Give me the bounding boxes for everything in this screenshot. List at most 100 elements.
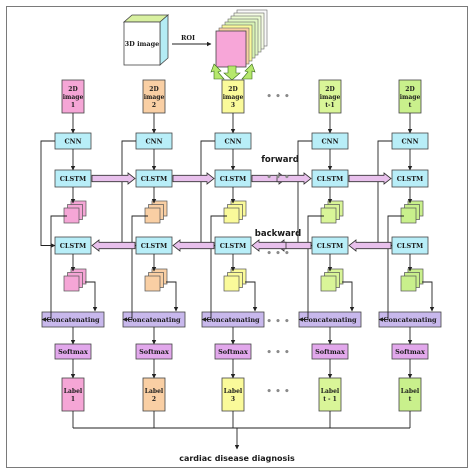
ellipsis-label-row: • • • xyxy=(266,387,290,397)
col-4-2d-image-text: 2D xyxy=(325,86,334,93)
col-3-forward-feature-stack xyxy=(223,200,247,224)
col-2-cnn: CNN xyxy=(135,132,173,150)
col-1-clstm-forward: CLSTM xyxy=(54,169,92,188)
backward-arrow-3-2 xyxy=(172,239,215,252)
col-5-cnn-text: CNN xyxy=(401,137,418,145)
forward-arrow-2-3 xyxy=(172,172,215,185)
col-1-softmax: Softmax xyxy=(54,343,92,360)
col-2-clstm-backward-text: CLSTM xyxy=(141,242,167,250)
backward-arrow-gap-to-3 xyxy=(251,239,287,252)
col-1-concatenating-text: Concatenating xyxy=(46,316,100,324)
col-4-clstm-backward-text: CLSTM xyxy=(317,242,343,250)
col-2-concatenating-text: Concatenating xyxy=(127,316,181,324)
col-1-label-text: Label xyxy=(64,388,83,395)
roi-slice-stack xyxy=(215,9,268,68)
col-2-arrow-fstack-concat xyxy=(122,215,148,322)
col-2-2d-image-text: image xyxy=(144,94,165,101)
col-3-label-text: Label xyxy=(224,388,243,395)
col-3-clstm-forward-text: CLSTM xyxy=(220,175,246,183)
col-1-cnn: CNN xyxy=(54,132,92,150)
col-2-label-text: Label xyxy=(145,388,164,395)
col-4-arrow-bstack-concat xyxy=(342,281,355,312)
col-1-2d-image-text: 2D xyxy=(68,86,77,93)
col-5-arrow-fstack-concat xyxy=(378,215,404,322)
roi-label: ROI xyxy=(181,34,195,42)
col-2-arrow-cnn-bclstm xyxy=(121,140,137,248)
col-3-backward-feature-stack xyxy=(223,268,247,292)
col-3-arrow-bstack-concat xyxy=(245,281,258,312)
diagram-border xyxy=(6,6,468,468)
ellipsis-image-row: • • • xyxy=(266,92,290,102)
col-3-clstm-backward: CLSTM xyxy=(214,236,252,255)
col-4-softmax-text: Softmax xyxy=(315,348,345,356)
col-5-arrow-cnn-bclstm xyxy=(377,140,393,248)
3d-image-cube: 3D image xyxy=(122,14,170,66)
backward-arrow-5-4 xyxy=(348,239,392,252)
col-4-clstm-backward: CLSTM xyxy=(311,236,349,255)
col-5-clstm-forward: CLSTM xyxy=(391,169,429,188)
col-2-arrow-bstack-concat xyxy=(166,281,179,312)
col-4-forward-feature-stack xyxy=(320,200,344,224)
col-1-softmax-text: Softmax xyxy=(58,348,88,356)
col-3-2d-image-text: image xyxy=(223,94,244,101)
roi-arrow: ROI xyxy=(172,34,212,47)
col-5-clstm-forward-text: CLSTM xyxy=(397,175,423,183)
col-3-cnn-text: CNN xyxy=(224,137,241,145)
col-1-arrow-fstack-concat xyxy=(41,215,67,322)
col-1-2d-image-text: 1 xyxy=(71,102,75,109)
col-4-concatenating-text: Concatenating xyxy=(303,316,357,324)
col-2-clstm-forward: CLSTM xyxy=(135,169,173,188)
ellipsis-concat-row: • • • xyxy=(266,317,290,327)
col-1-clstm-backward: CLSTM xyxy=(54,236,92,255)
col-4-backward-feature-stack xyxy=(320,268,344,292)
col-5-forward-feature-stack xyxy=(400,200,424,224)
col-3-clstm-forward: CLSTM xyxy=(214,169,252,188)
col-5-softmax: Softmax xyxy=(391,343,429,360)
col-3-arrow-cnn-bclstm xyxy=(200,140,216,248)
col-5-backward-feature-stack xyxy=(400,268,424,292)
col-4-softmax: Softmax xyxy=(311,343,349,360)
col-2-cnn-text: CNN xyxy=(145,137,162,145)
col-1-label-text: 1 xyxy=(71,396,75,403)
col-5-clstm-backward-text: CLSTM xyxy=(397,242,423,250)
col-2-softmax-text: Softmax xyxy=(139,348,169,356)
col-3-softmax: Softmax xyxy=(214,343,252,360)
col-4-label-text: Label xyxy=(321,388,340,395)
col-1-backward-feature-stack xyxy=(63,268,87,292)
ellipsis-backward-row: • • • xyxy=(266,249,290,259)
col-3-clstm-backward-text: CLSTM xyxy=(220,242,246,250)
columns-layer: 2Dimage1CNNCLSTMCLSTMConcatenatingSoftma… xyxy=(41,79,442,412)
col-3-2d-image-text: 3 xyxy=(231,102,235,109)
3d-image-label: 3D image xyxy=(125,40,160,48)
col-4-cnn: CNN xyxy=(311,132,349,150)
col-3-cnn: CNN xyxy=(214,132,252,150)
ellipsis-softmax-row: • • • xyxy=(266,348,290,358)
forward-arrow-gap-to-4 xyxy=(276,172,312,185)
forward-label: forward xyxy=(261,155,299,165)
col-2-forward-feature-stack xyxy=(144,200,168,224)
col-2-clstm-backward: CLSTM xyxy=(135,236,173,255)
col-1-cnn-text: CNN xyxy=(64,137,81,145)
col-1-clstm-backward-text: CLSTM xyxy=(60,242,86,250)
backward-label: backward xyxy=(255,229,301,239)
col-3-concatenating-text: Concatenating xyxy=(206,316,260,324)
col-4-clstm-forward-text: CLSTM xyxy=(317,175,343,183)
col-4-2d-image-text: image xyxy=(320,94,341,101)
col-2-2d-image-text: 2 xyxy=(152,102,156,109)
col-1-arrow-bstack-concat xyxy=(85,281,98,312)
col-5-2d-image-text: image xyxy=(400,94,421,101)
col-2-softmax: Softmax xyxy=(135,343,173,360)
col-2-clstm-forward-text: CLSTM xyxy=(141,175,167,183)
col-4-cnn-text: CNN xyxy=(321,137,338,145)
col-1-2d-image-text: image xyxy=(63,94,84,101)
col-5-label-text: t xyxy=(409,396,412,403)
